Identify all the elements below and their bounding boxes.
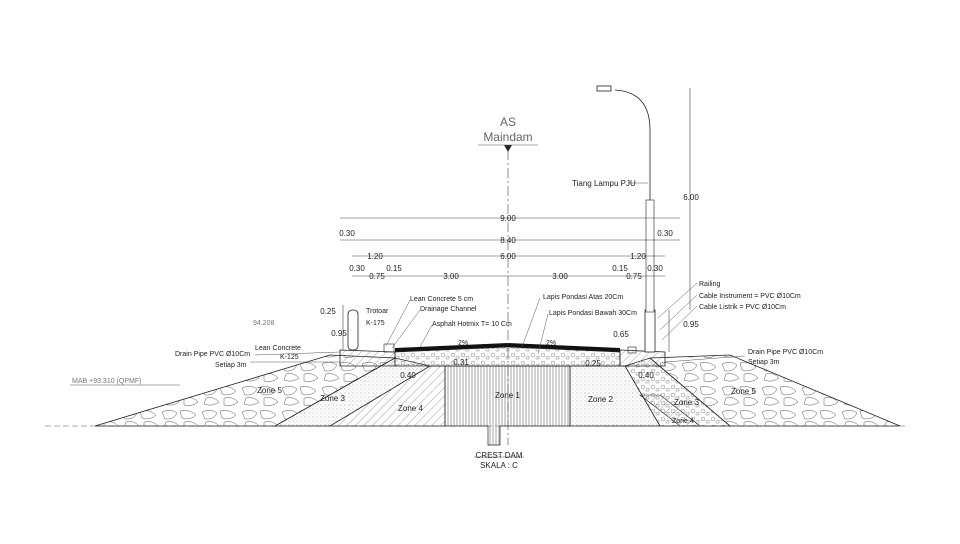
label-zone4-left: Zone 4: [398, 404, 423, 413]
label-railing: Railing: [699, 281, 721, 288]
dim-r-0-75: 0.75: [626, 272, 642, 281]
dim-lane-left: 3.00: [443, 272, 459, 281]
dim-0-40-left: 0.40: [400, 371, 416, 380]
label-lean-concrete-5cm: Lean Concrete 5 cm: [410, 296, 473, 303]
label-zone3-right: Zone 3: [674, 398, 699, 407]
label-lapis-atas: Lapis Pondasi Atas 20Cm: [543, 294, 623, 301]
dim-r-0-30: 0.30: [647, 264, 663, 273]
right-walkway: [619, 349, 666, 367]
label-zone1: Zone 1: [495, 391, 520, 400]
label-trotoar: Trotoar: [366, 308, 389, 315]
dim-1-20-left: 1.20: [367, 252, 383, 261]
dim-0-25: 0.25: [585, 359, 601, 368]
left-kerb: [347, 309, 359, 351]
zone5-right-fill: [648, 354, 901, 427]
dim-pole-6-00: 6.00: [683, 193, 699, 202]
dim-left-0-30: 0.30: [339, 229, 355, 238]
dim-right-0-30: 0.30: [657, 229, 673, 238]
zone4-right-fill: [639, 394, 701, 427]
leaders: [70, 182, 746, 386]
caption-title: CREST DAM: [476, 451, 523, 460]
label-drain-right-1: Drain Pipe PVC Ø10Cm: [748, 349, 823, 356]
dim-r-0-15: 0.15: [612, 264, 628, 273]
dim-9-00: 9.00: [500, 214, 516, 223]
axis-title: AS: [500, 115, 516, 129]
label-zone2: Zone 2: [588, 395, 613, 404]
road-structure: [339, 309, 666, 367]
label-tiang-lampu: Tiang Lampu PJU: [572, 179, 636, 188]
dim-0-40-right: 0.40: [638, 371, 654, 380]
label-zone3-left: Zone 3: [320, 394, 345, 403]
dim-6-00: 6.00: [500, 252, 516, 261]
label-k175: K-175: [366, 320, 385, 327]
label-cable-listrik: Cable Listrik = PVC Ø10Cm: [699, 304, 786, 311]
railing-post: [644, 309, 656, 353]
dim-lane-right: 3.00: [552, 272, 568, 281]
label-94208: 94.208: [253, 320, 275, 327]
asphalt-layer: [395, 343, 620, 352]
label-drain-right-2: Setiap 3m: [748, 359, 780, 366]
dim-8-40: 8.40: [500, 236, 516, 245]
axis-arrow: [504, 145, 512, 152]
label-lapis-bawah: Lapis Pondasi Bawah 30Cm: [549, 310, 637, 317]
lamp-head: [596, 85, 612, 92]
caption-scale: SKALA : C: [480, 461, 518, 470]
cable-box: [627, 346, 637, 354]
caption: CREST DAM SKALA : C: [474, 451, 524, 470]
label-drainage-channel: Drainage Channel: [420, 306, 477, 313]
label-k125: K-125: [280, 354, 299, 361]
left-walkway: [339, 349, 396, 367]
label-drain-left-2: Setiap 3m: [215, 362, 247, 369]
label-mab: MAB +93.310 (QPMF): [72, 378, 141, 385]
label-zone5-left: Zone 5: [257, 386, 282, 395]
dim-l-0-75: 0.75: [369, 272, 385, 281]
drainage-box: [383, 343, 395, 353]
label-slope-left: 2%: [458, 340, 468, 347]
labels: 94.208 MAB +93.310 (QPMF) Tiang Lampu PJ…: [72, 179, 823, 425]
dimensions: 9.00 0.30 0.30 8.40 1.20 6.00 1.20 0.30 …: [320, 88, 699, 380]
dim-left-0-25: 0.25: [320, 307, 336, 316]
dim-left-0-95: 0.95: [331, 329, 347, 338]
label-lean-concrete: Lean Concrete: [255, 345, 301, 352]
dim-0-31: 0.31: [453, 358, 469, 367]
zone1-core-fill: [444, 365, 571, 446]
dim-1-20-right: 1.20: [630, 252, 646, 261]
label-zone5-right: Zone 5: [731, 387, 756, 396]
dim-right-0-65: 0.65: [613, 330, 629, 339]
label-drain-left-1: Drain Pipe PVC Ø10Cm: [175, 351, 250, 358]
label-asphalt: Asphalt Hotmix T= 10 Cm: [432, 321, 512, 328]
dim-right-0-95: 0.95: [683, 320, 699, 329]
axis-subtitle: Maindam: [483, 130, 532, 144]
dim-l-0-30: 0.30: [349, 264, 365, 273]
label-cable-instrument: Cable Instrument = PVC Ø10Cm: [699, 293, 801, 300]
dim-l-0-15: 0.15: [386, 264, 402, 273]
label-slope-right: 2%: [546, 340, 556, 347]
label-zone4-right: Zone 4: [672, 418, 694, 425]
embankment: [94, 354, 901, 446]
